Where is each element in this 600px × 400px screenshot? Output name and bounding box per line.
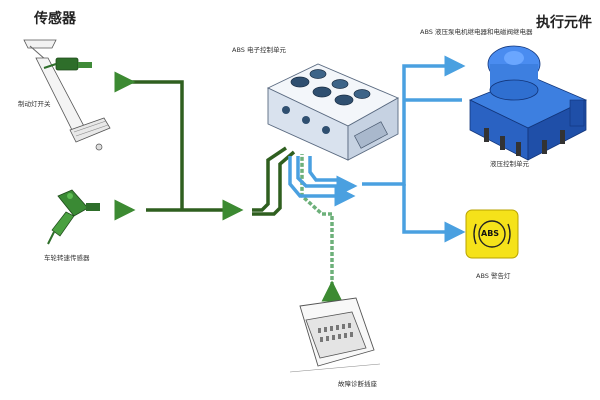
actuators-heading: 执行元件	[536, 15, 592, 31]
diagnostic-connector-icon	[289, 297, 381, 373]
sensors-heading: 传感器	[34, 11, 76, 27]
abs-warning-lamp-icon	[465, 209, 519, 259]
brake-light-switch-icon	[43, 57, 92, 71]
brake-pedal-illustration	[23, 39, 111, 151]
actuator-wires	[288, 55, 466, 243]
abs-ecu-icon	[266, 63, 400, 161]
abs-warning-lamp-label: ABS 警告灯	[476, 272, 511, 280]
wheel-speed-sensor-label: 车轮转速传感器	[44, 254, 90, 262]
sensor-arrows	[114, 71, 244, 221]
hydraulic-control-unit-icon	[469, 45, 587, 161]
abs-lamp-text: ABS	[481, 229, 500, 238]
wheel-speed-sensor-icon	[47, 189, 100, 245]
abs-relay-label: ABS 液压泵电机继电器和电磁阀继电器	[420, 28, 533, 36]
abs-ecu-label: ABS 电子控制单元	[232, 46, 286, 54]
diagnostic-wire	[300, 154, 343, 302]
diagnostic-connector-label: 故障诊断插座	[338, 380, 377, 388]
hydraulic-control-unit-label: 液压控制单元	[490, 160, 529, 168]
brake-light-switch-label: 制动灯开关	[18, 100, 51, 108]
